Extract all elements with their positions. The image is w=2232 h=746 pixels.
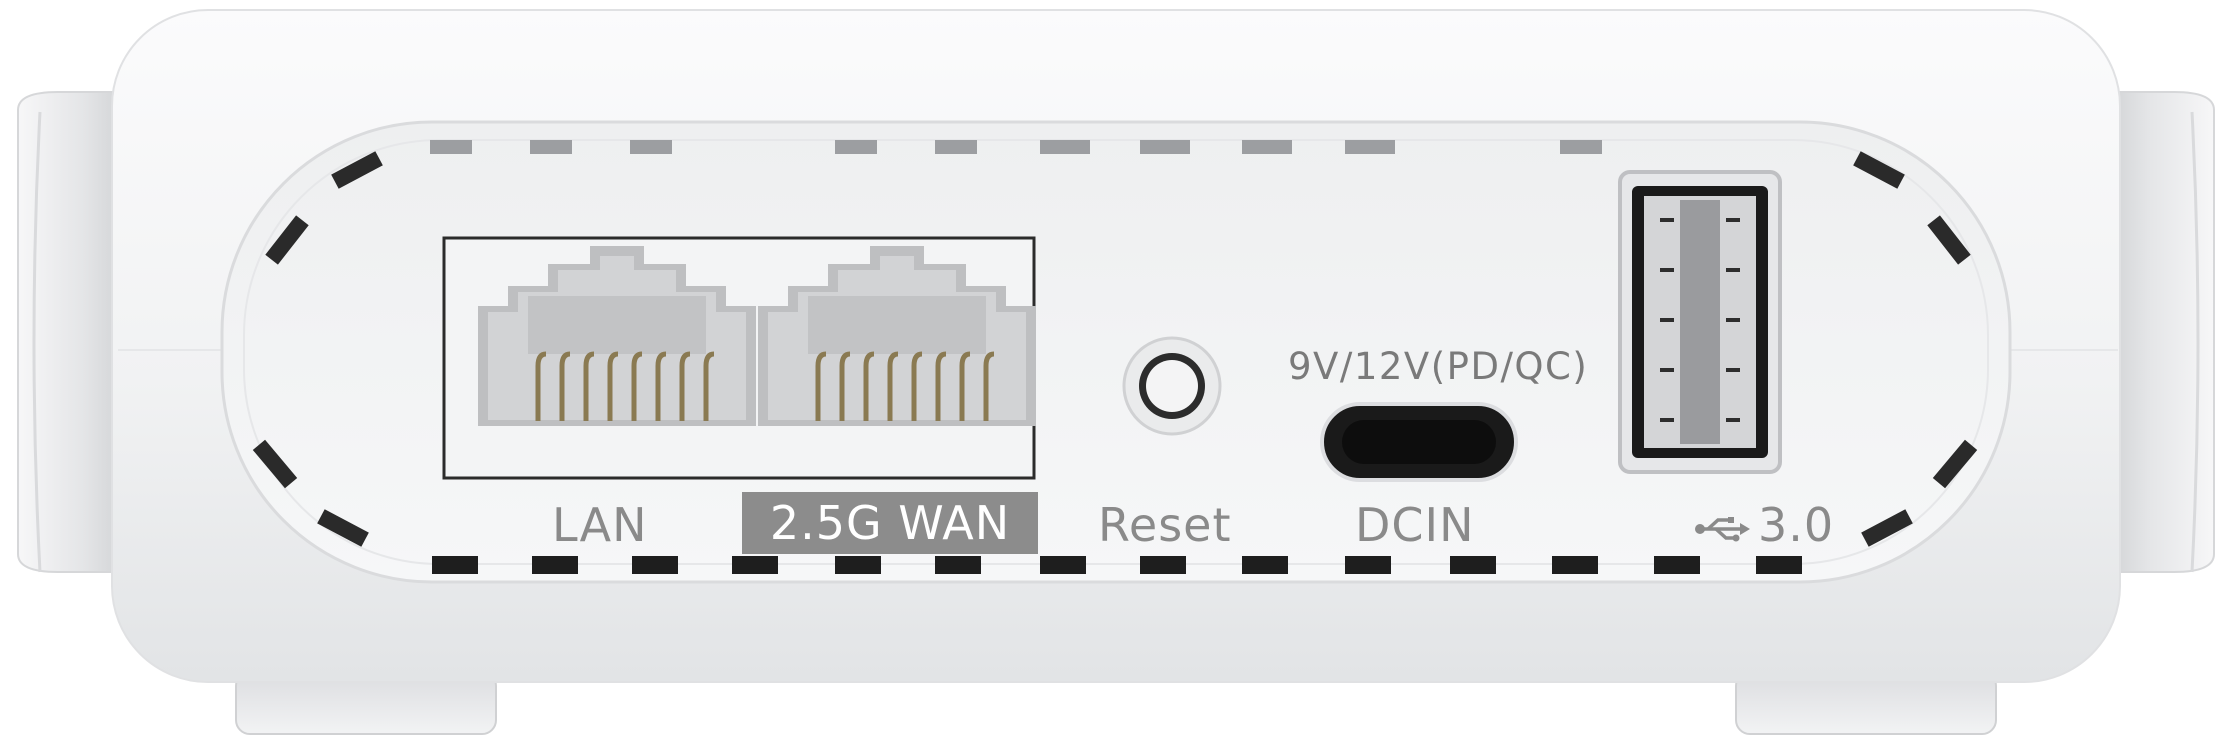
reset-label: Reset [1098,498,1232,552]
top-vents [430,140,1602,154]
wan-label: 2.5G WAN [742,492,1038,554]
usb-version-label: 3.0 [1758,498,1835,552]
usb-label-group: 3.0 [1694,498,1834,552]
usb-icon [1695,516,1750,541]
lan-label: LAN [552,498,648,552]
power-rating-label: 9V/12V(PD/QC) [1288,345,1589,388]
bottom-vents [432,556,1802,574]
dcin-label: DCIN [1355,498,1475,552]
usb-3-port[interactable] [1618,170,1782,474]
